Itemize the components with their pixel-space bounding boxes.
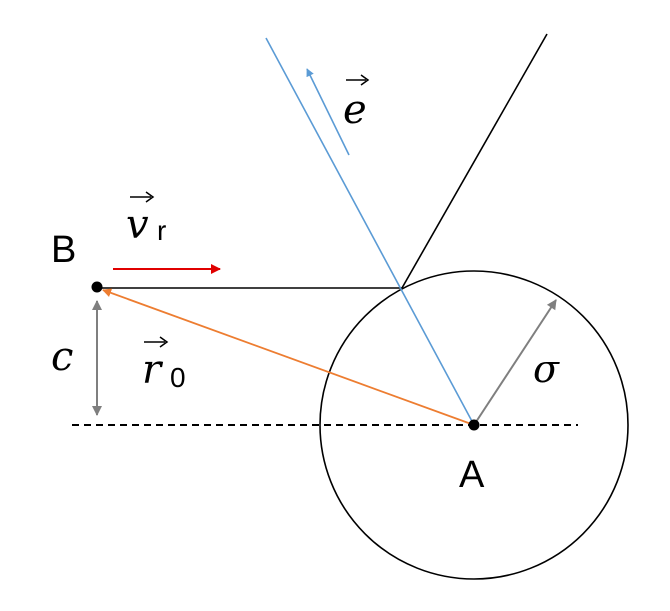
label-r: r <box>142 347 164 393</box>
r0-vector-arrow <box>102 288 475 426</box>
label-v: v <box>126 202 149 248</box>
point-a-dot <box>468 419 480 431</box>
normal-line <box>265 37 475 426</box>
label-v-subscript: r <box>157 215 166 246</box>
label-e-group: e <box>343 74 370 133</box>
label-e: e <box>343 87 367 133</box>
label-r-group: r 0 <box>142 336 186 393</box>
label-c: c <box>51 334 73 380</box>
label-sigma: σ <box>533 347 560 391</box>
sigma-radius-arrow <box>473 299 557 426</box>
e-vector-arrow <box>306 68 350 156</box>
e-overarrow-head <box>360 74 370 86</box>
point-b-dot <box>91 281 103 293</box>
label-b: B <box>51 229 76 271</box>
label-a: A <box>459 454 485 496</box>
r-overarrow-head <box>159 336 169 348</box>
label-r-subscript: 0 <box>170 362 186 393</box>
reflected-line <box>401 33 548 289</box>
collision-circle <box>319 270 629 580</box>
v-overarrow-head <box>145 191 155 203</box>
label-v-group: v r <box>126 191 166 248</box>
